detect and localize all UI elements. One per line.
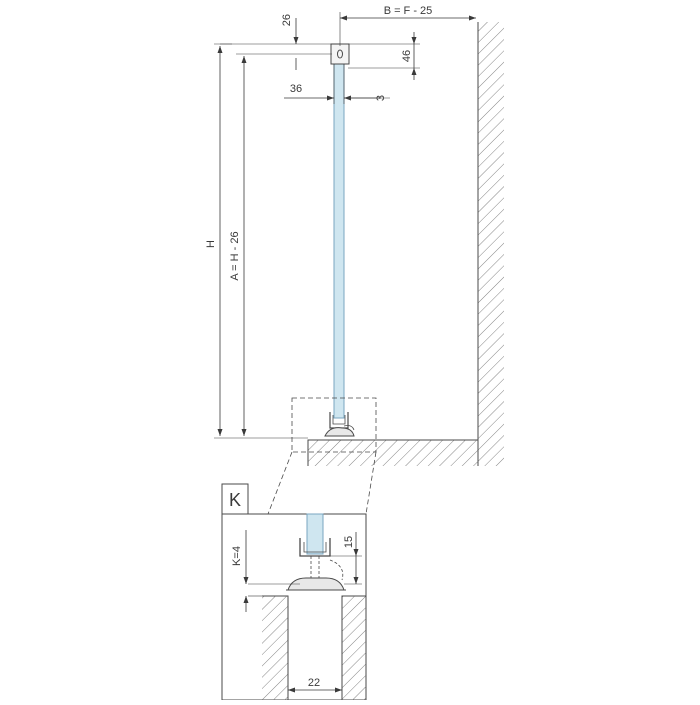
detail-label-box	[221, 483, 249, 515]
ground-right	[342, 596, 366, 700]
label-top-offset: 26	[281, 14, 293, 26]
top-bracket	[330, 43, 350, 65]
label-h: H	[205, 240, 217, 248]
detail-glass	[306, 513, 324, 555]
detail-leader-right	[365, 451, 377, 515]
dim-bracket-height: 46	[348, 32, 420, 80]
wall	[477, 22, 504, 466]
label-k-value: K=4	[231, 546, 243, 566]
dim-b: B = F - 25	[339, 5, 476, 46]
detail-label: K	[229, 490, 241, 510]
label-gap: 3	[375, 95, 387, 101]
glass-panel	[333, 61, 345, 419]
label-height: 15	[343, 536, 355, 548]
detail-k-marker	[291, 397, 377, 453]
dim-bracket-offset: 36	[284, 64, 335, 104]
dim-top-offset: 26	[220, 14, 340, 70]
label-a-formula: A = H - 26	[229, 231, 241, 280]
base-plate	[287, 577, 345, 591]
label-b-formula: B = F - 25	[384, 5, 433, 17]
detail-leader-left	[267, 451, 293, 515]
bottom-fitting	[324, 412, 355, 437]
label-bracket-height: 46	[401, 50, 413, 62]
dim-h: H	[205, 43, 308, 439]
dim-gap: 3	[343, 64, 390, 104]
dim-a: A = H - 26	[229, 53, 332, 436]
detail-k: K K=4 15 22	[221, 483, 367, 701]
label-width: 22	[308, 677, 320, 689]
floor	[307, 439, 478, 466]
label-bracket-offset: 36	[290, 83, 302, 95]
ground-left	[262, 596, 288, 700]
u-profile	[299, 538, 331, 557]
